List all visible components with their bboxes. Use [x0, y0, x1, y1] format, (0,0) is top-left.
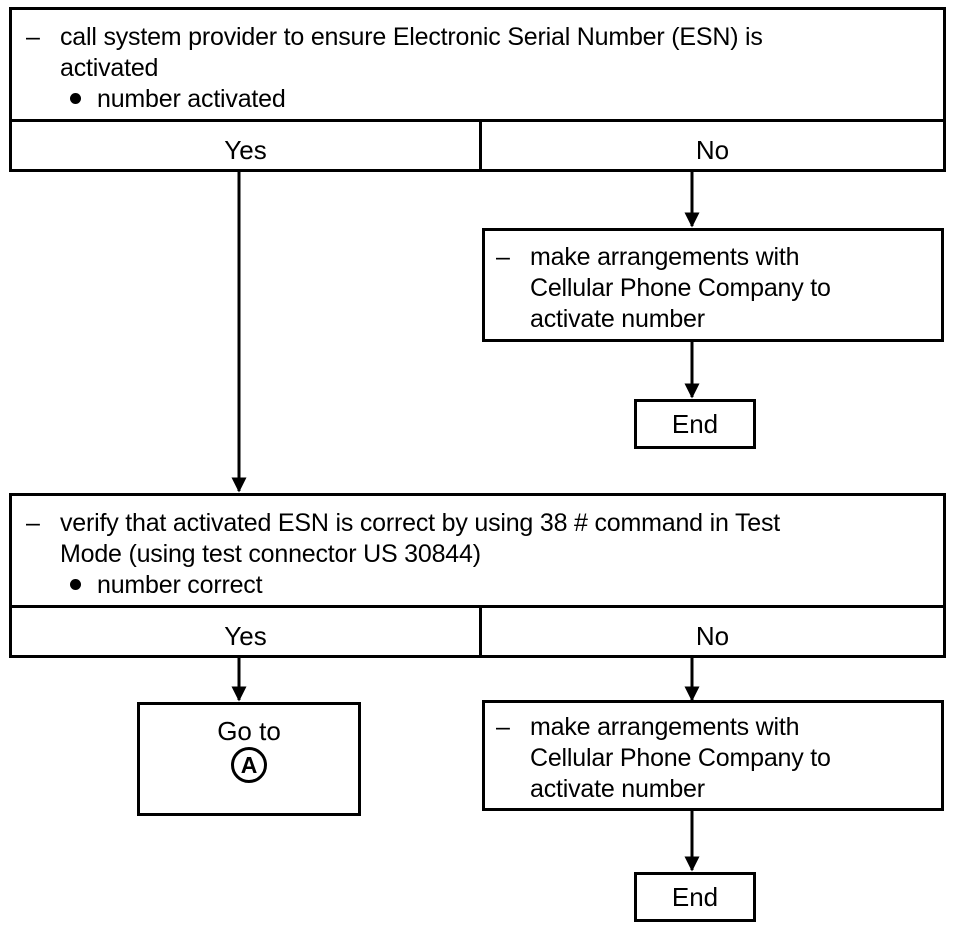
- no-action-2-line3: activate number: [530, 775, 705, 803]
- end-1-label: End: [671, 409, 719, 439]
- step2-action-text: –verify that activated ESN is correct by…: [26, 508, 780, 601]
- step1-yes-label: Yes: [224, 135, 267, 165]
- goto-label: Go to: [217, 716, 281, 746]
- step2-no-label: No: [695, 621, 730, 651]
- step2-yes-cell: [9, 605, 482, 658]
- goto-target-wrap: A: [137, 747, 361, 783]
- step2-yes-label: Yes: [224, 621, 267, 651]
- no-action-1-box: [482, 228, 944, 342]
- step2-no-cell: [479, 605, 946, 658]
- bullet-icon: [70, 578, 81, 590]
- end-2-box: [634, 872, 756, 922]
- step1-action-line2: activated: [60, 54, 159, 82]
- no-action-2-box: [482, 700, 944, 811]
- dash-marker: –: [26, 23, 40, 51]
- end-1-box: [634, 399, 756, 449]
- no-action-1-line2: Cellular Phone Company to: [530, 274, 831, 302]
- no-action-1-text: –make arrangements with Cellular Phone C…: [496, 242, 831, 335]
- step2-check: number correct: [97, 571, 263, 599]
- no-action-2-text: –make arrangements with Cellular Phone C…: [496, 712, 831, 805]
- no-action-1-line3: activate number: [530, 305, 705, 333]
- step2-action-box: [9, 493, 946, 608]
- no-action-1-line1: make arrangements with: [530, 243, 800, 271]
- end-2-label: End: [671, 882, 719, 912]
- dash-marker: –: [26, 509, 40, 537]
- dash-marker: –: [496, 243, 510, 271]
- step1-no-cell: [479, 119, 946, 172]
- step2-action-line1: verify that activated ESN is correct by …: [60, 509, 781, 537]
- no-action-2-line2: Cellular Phone Company to: [530, 744, 831, 772]
- step1-action-line1: call system provider to ensure Electroni…: [60, 23, 763, 51]
- step2-action-line2: Mode (using test connector US 30844): [60, 540, 481, 568]
- bullet-icon: [70, 92, 81, 104]
- no-action-2-line1: make arrangements with: [530, 713, 800, 741]
- step1-no-label: No: [695, 135, 730, 165]
- step1-check: number activated: [97, 85, 286, 113]
- dash-marker: –: [496, 713, 510, 741]
- circle-a-icon: A: [231, 747, 267, 783]
- step1-action-text: –call system provider to ensure Electron…: [26, 22, 763, 115]
